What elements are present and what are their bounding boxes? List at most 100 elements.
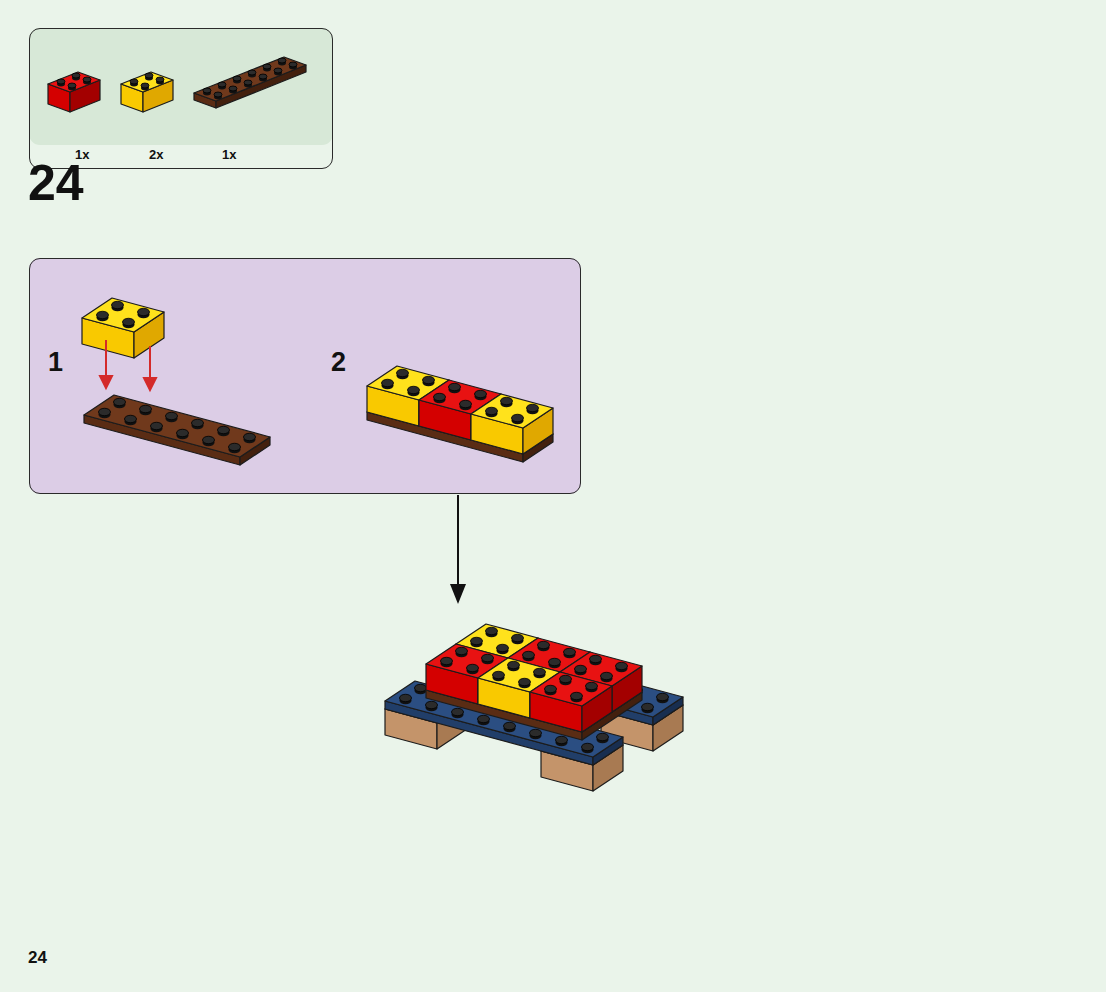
stud — [57, 79, 65, 84]
stud — [289, 62, 297, 67]
stud — [263, 64, 271, 69]
stud — [549, 658, 561, 665]
stud — [99, 408, 111, 415]
stud — [434, 393, 446, 400]
stud — [460, 400, 472, 407]
brick — [194, 57, 306, 108]
stud — [278, 58, 286, 63]
stud — [415, 684, 427, 691]
brick — [121, 72, 173, 112]
stud — [534, 668, 546, 675]
stud — [590, 655, 602, 662]
page-number: 24 — [28, 949, 47, 966]
stud — [248, 70, 256, 75]
brick-face — [530, 672, 612, 706]
brick-face — [48, 72, 100, 92]
stud — [156, 77, 164, 82]
brick — [471, 394, 553, 454]
stud — [471, 637, 483, 644]
stud — [68, 83, 76, 88]
stud — [382, 379, 394, 386]
brick-face — [367, 366, 449, 400]
stud — [123, 318, 135, 325]
stud — [125, 415, 137, 422]
stud — [527, 404, 539, 411]
brick-face — [194, 57, 306, 101]
stud — [467, 664, 479, 671]
stud — [423, 376, 435, 383]
stud — [560, 675, 572, 682]
stud — [597, 733, 609, 740]
stud — [397, 369, 409, 376]
quantity-label: 2x — [149, 148, 163, 161]
stud — [83, 77, 91, 82]
stud — [523, 651, 535, 658]
stud — [501, 397, 513, 404]
stud — [138, 308, 150, 315]
panel-fill — [29, 28, 333, 145]
brick-face — [478, 658, 560, 692]
brick — [84, 395, 270, 465]
stud — [486, 627, 498, 634]
stud — [475, 390, 487, 397]
brick — [48, 72, 100, 112]
stud — [586, 682, 598, 689]
stud — [642, 703, 654, 710]
stud — [130, 79, 138, 84]
brick-face — [426, 644, 508, 678]
stud — [482, 654, 494, 661]
stud — [229, 86, 237, 91]
stud — [244, 433, 256, 440]
stud — [512, 414, 524, 421]
stud — [218, 426, 230, 433]
stud — [441, 657, 453, 664]
stud — [112, 301, 124, 308]
stud — [151, 422, 163, 429]
parts-list-box: 1x2x1x — [29, 28, 333, 169]
placement-arrow — [450, 495, 466, 604]
stud — [426, 701, 438, 708]
subassembly-box: 12 — [29, 258, 581, 494]
brick-face — [419, 380, 501, 414]
stud — [508, 661, 520, 668]
stud — [493, 671, 505, 678]
stud — [582, 743, 594, 750]
stud — [556, 736, 568, 743]
stud — [274, 68, 282, 73]
stud — [478, 715, 490, 722]
stud — [140, 405, 152, 412]
stud — [486, 407, 498, 414]
stud — [452, 708, 464, 715]
brick-face — [471, 394, 553, 428]
stud — [177, 429, 189, 436]
stud — [408, 386, 420, 393]
stud — [616, 662, 628, 669]
stud — [571, 692, 583, 699]
stud — [203, 88, 211, 93]
substep-number: 1 — [48, 349, 63, 376]
stud — [657, 693, 669, 700]
substep-number: 2 — [331, 349, 346, 376]
stud — [545, 685, 557, 692]
stud — [538, 641, 550, 648]
brick-face — [82, 298, 164, 332]
stud — [229, 443, 241, 450]
stud — [244, 80, 252, 85]
stud — [601, 672, 613, 679]
stud — [449, 383, 461, 390]
stud — [192, 419, 204, 426]
stud — [456, 647, 468, 654]
brick — [82, 298, 164, 358]
stud — [575, 665, 587, 672]
stud — [203, 436, 215, 443]
stud — [259, 74, 267, 79]
stud — [504, 722, 516, 729]
stud — [214, 92, 222, 97]
quantity-label: 1x — [222, 148, 236, 161]
brick-face — [84, 395, 270, 457]
stud — [233, 76, 241, 81]
stud — [530, 729, 542, 736]
brick-face — [121, 72, 173, 92]
stud — [166, 412, 178, 419]
